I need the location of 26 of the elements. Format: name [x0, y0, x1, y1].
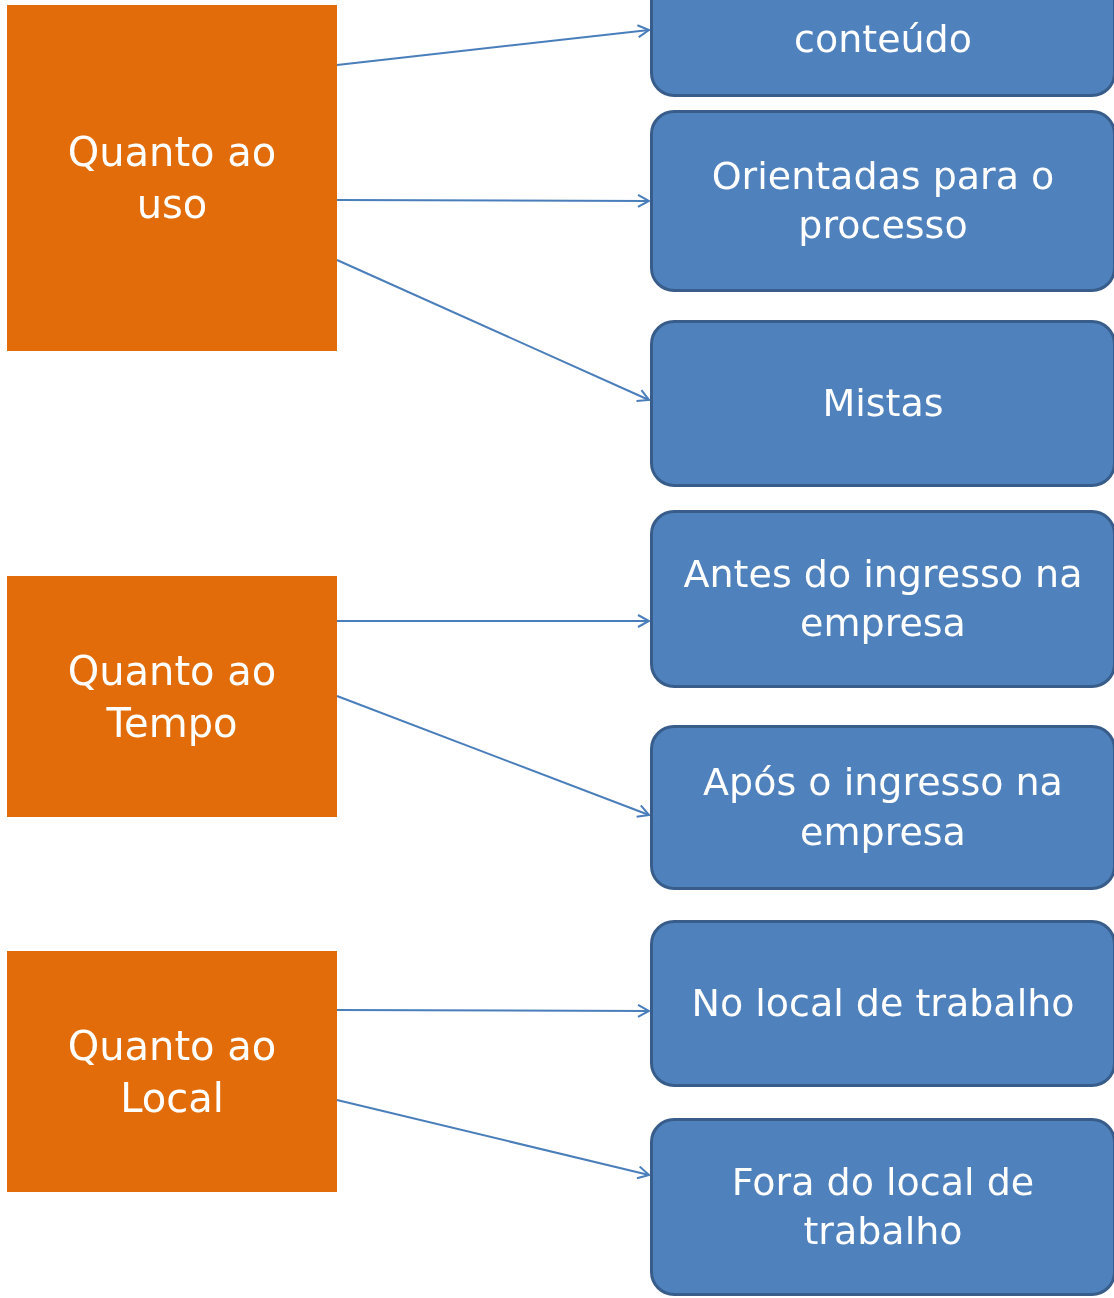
- arrow: [336, 695, 650, 818]
- option-box: [650, 320, 1114, 487]
- arrow: [336, 259, 650, 402]
- box-label: Quanto ao Local: [66, 1021, 278, 1123]
- category-box: [7, 5, 337, 351]
- box-label: Antes do ingresso na empresa: [682, 550, 1084, 647]
- option-box: [650, 725, 1114, 890]
- arrow: [336, 193, 650, 208]
- box-label: Quanto ao uso: [66, 128, 278, 229]
- category-box: [7, 951, 337, 1192]
- box-label: conteúdo: [794, 15, 972, 63]
- category-box: [7, 576, 337, 817]
- option-box: [650, 110, 1114, 292]
- box-label: Quanto ao Tempo: [66, 646, 278, 748]
- option-box: [650, 510, 1114, 688]
- box-label: Fora do local de trabalho: [730, 1158, 1036, 1255]
- box-label: No local de trabalho: [691, 979, 1075, 1027]
- box-label: Após o ingresso na empresa: [702, 759, 1064, 856]
- arrow: [336, 614, 650, 628]
- box-label: Mistas: [822, 379, 944, 427]
- option-box: [650, 920, 1114, 1087]
- box-label: Orientadas para o processo: [710, 152, 1056, 249]
- arrow: [336, 1003, 650, 1018]
- option-box: [650, 1118, 1114, 1296]
- arrow: [336, 1099, 650, 1180]
- arrow: [336, 24, 650, 66]
